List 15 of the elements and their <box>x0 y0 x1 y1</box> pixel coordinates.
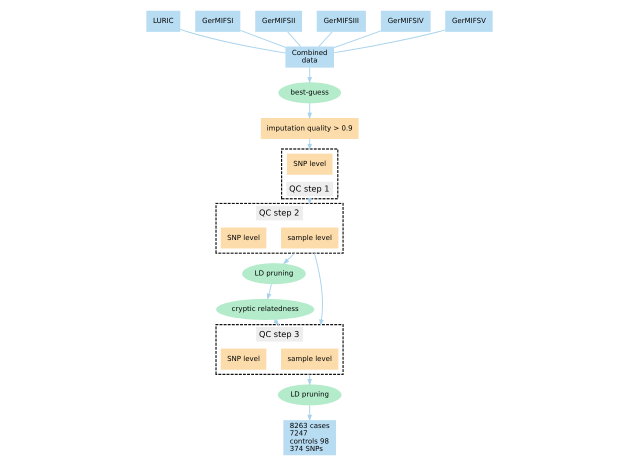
arrow <box>266 284 272 300</box>
connector <box>240 30 286 48</box>
arrow <box>306 102 312 120</box>
arrow <box>306 138 312 150</box>
arrow <box>306 405 312 422</box>
connector <box>318 31 332 47</box>
arrow <box>282 252 295 264</box>
arrow <box>313 252 324 326</box>
arrow <box>272 319 280 326</box>
connector <box>179 28 286 54</box>
arrow <box>306 67 312 84</box>
connector <box>333 29 446 54</box>
arrow <box>306 374 312 386</box>
connector <box>333 30 381 48</box>
connector <box>286 31 301 47</box>
